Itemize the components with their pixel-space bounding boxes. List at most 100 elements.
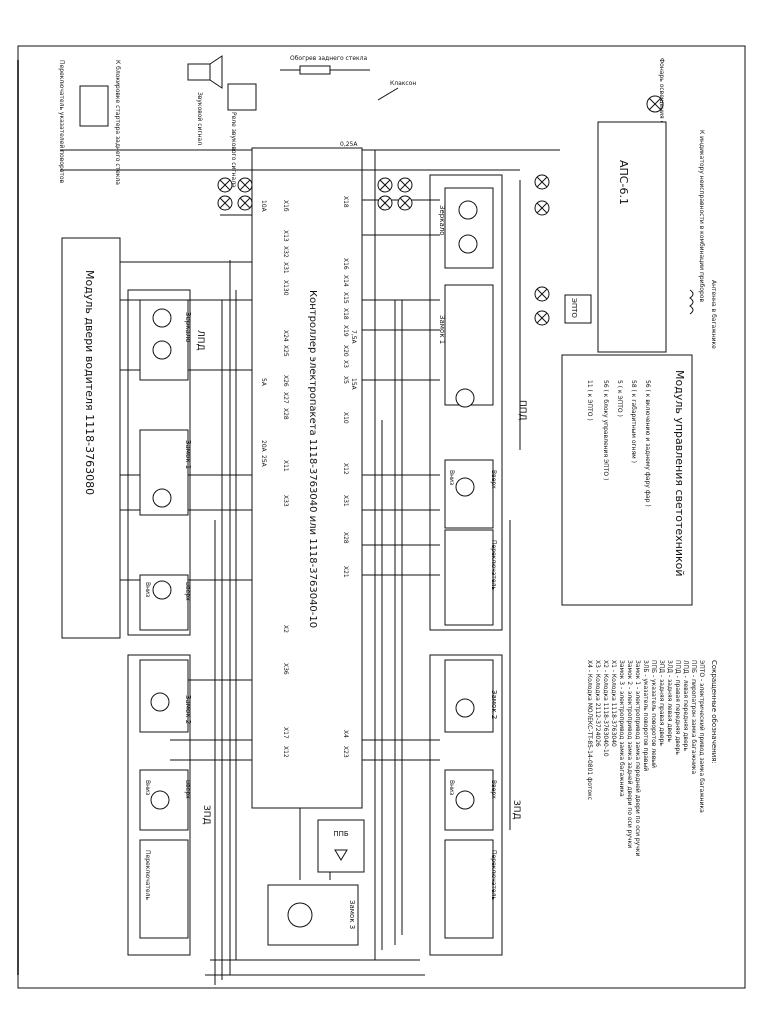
lock1-right — [444, 284, 494, 406]
svg-text:Х26: Х26 — [282, 375, 289, 387]
svg-text:Х27: Х27 — [282, 392, 289, 404]
svg-text:Замок 3: Замок 3 — [348, 900, 356, 929]
svg-text:Вниз: Вниз — [448, 470, 455, 485]
svg-text:Модуль управления светотехнико: Модуль управления светотехникой — [673, 370, 686, 577]
svg-text:Х36: Х36 — [282, 663, 289, 675]
svg-text:Х130: Х130 — [282, 280, 289, 296]
svg-text:Сокращенные обозначения:: Сокращенные обозначения: — [710, 660, 718, 764]
svg-text:11 ( к ЭПТО ): 11 ( к ЭПТО ) — [586, 380, 593, 421]
svg-text:ППД: ППД — [517, 400, 527, 421]
diode-icon — [334, 849, 348, 861]
svg-text:Х25: Х25 — [282, 345, 289, 357]
svg-text:Обогрев заднего стекла: Обогрев заднего стекла — [290, 55, 367, 62]
motor-icon — [287, 902, 313, 928]
svg-text:25А: 25А — [260, 455, 267, 468]
clacson-switch — [377, 87, 399, 101]
svg-text:Х4 - Колодка МОЛЕКС-TT-85-14-0: Х4 - Колодка МОЛЕКС-TT-85-14-0801 фотокс — [586, 660, 593, 800]
svg-text:Х28: Х28 — [342, 532, 349, 544]
svg-text:Х24: Х24 — [282, 330, 289, 342]
svg-text:Зеркало: Зеркало — [438, 205, 446, 236]
turn-switch-group: Переключатель указателей поворотов К бло… — [58, 60, 121, 185]
svg-text:Х17: Х17 — [282, 727, 289, 739]
svg-text:Х19: Х19 — [342, 325, 349, 337]
svg-text:Зеркало: Зеркало — [184, 312, 192, 343]
svg-text:Переключатель: Переключатель — [490, 850, 497, 900]
ppb-group: ППБ Замок 3 — [267, 819, 365, 946]
svg-text:Вверх: Вверх — [490, 470, 497, 489]
svg-text:Вверх: Вверх — [184, 780, 191, 799]
svg-text:Замок 1: Замок 1 — [438, 315, 446, 344]
svg-text:0,25А: 0,25А — [340, 141, 358, 148]
relay-box — [227, 83, 257, 111]
svg-text:Переключатель указателей повор: Переключатель указателей поворотов — [58, 60, 65, 184]
svg-text:Х21: Х21 — [342, 566, 349, 578]
controller-title: Контроллер электропакета 1118-3763040 ил… — [307, 290, 318, 628]
svg-text:Клаксон: Клаксон — [390, 80, 416, 87]
driver-door-module: Модуль двери водителя 1118-3763080 — [61, 237, 121, 639]
svg-text:Х13: Х13 — [282, 230, 289, 242]
motor-icon — [152, 488, 172, 508]
svg-text:10А: 10А — [260, 200, 267, 213]
svg-text:Замок 3 - электропривод замка: Замок 3 - электропривод замка багажника — [618, 660, 625, 797]
svg-text:Вниз: Вниз — [144, 780, 151, 795]
svg-text:Х20: Х20 — [342, 345, 349, 357]
svg-text:Реле звукового сигнала: Реле звукового сигнала — [230, 112, 237, 188]
svg-text:АПС-6.1: АПС-6.1 — [617, 160, 630, 205]
switch-right — [444, 529, 494, 626]
svg-text:Вниз: Вниз — [144, 582, 151, 597]
svg-text:Х33: Х33 — [282, 495, 289, 507]
svg-text:ППБ - пиропатрон замка багажни: ППБ - пиропатрон замка багажника — [690, 660, 697, 774]
svg-text:20А: 20А — [260, 440, 267, 453]
horn-group: Звуковой сигнал Реле звукового сигнала О… — [187, 55, 416, 188]
light-module: Модуль управления светотехникой 56 ( к в… — [561, 354, 693, 606]
svg-text:Х2: Х2 — [282, 625, 289, 633]
svg-text:Замок 2 - электропривод замка: Замок 2 - электропривод замка задней две… — [626, 660, 633, 848]
svg-text:Х28: Х28 — [282, 408, 289, 420]
mirror-right — [444, 187, 494, 269]
motor-icon — [152, 340, 172, 360]
zpd-group: ЗПД Замок 2 Вверх Вниз Переключатель — [429, 654, 521, 956]
lock2-right — [444, 659, 494, 733]
svg-text:Х32: Х32 — [282, 246, 289, 258]
svg-text:Замок 2: Замок 2 — [184, 695, 192, 724]
svg-text:58 ( к габаритным огням ): 58 ( к габаритным огням ) — [630, 380, 637, 463]
controller-box — [251, 147, 363, 809]
svg-text:Х15: Х15 — [342, 292, 349, 304]
svg-text:Фонарь освещения салона: Фонарь освещения салона — [658, 58, 665, 143]
switch-rear-right — [444, 839, 494, 939]
svg-text:Антенна в багажнике: Антенна в багажнике — [710, 280, 717, 349]
svg-text:ЛПД - левая передняя дверь: ЛПД - левая передняя дверь — [682, 660, 689, 751]
svg-text:Модуль двери водителя 1118-376: Модуль двери водителя 1118-3763080 — [83, 270, 96, 495]
controller-pins-right: Х18 Х16 Х14 Х15 Х18 Х19 Х20 Х3 Х5 Х10 Х1… — [342, 196, 349, 758]
antenna-coil — [689, 289, 694, 315]
svg-text:Переключатель: Переключатель — [490, 540, 497, 590]
svg-text:ЗПД: ЗПД — [201, 805, 211, 825]
motor-icon — [455, 388, 475, 408]
motor-icon — [150, 790, 170, 810]
svg-text:Х23: Х23 — [342, 746, 349, 758]
motor-icon — [152, 580, 172, 600]
svg-text:ЗЛБ - указатель поворотов прав: ЗЛБ - указатель поворотов правый — [642, 660, 649, 771]
svg-text:Х3: Х3 — [342, 360, 349, 368]
svg-text:Х12: Х12 — [282, 746, 289, 758]
svg-text:7,5А: 7,5А — [350, 330, 357, 345]
svg-text:Х11: Х11 — [282, 460, 289, 472]
svg-text:15А: 15А — [350, 378, 357, 391]
svg-text:Х16: Х16 — [342, 258, 349, 270]
svg-text:Х14: Х14 — [342, 275, 349, 287]
svg-text:ЭПТО: ЭПТО — [570, 298, 578, 318]
svg-text:Замок 2: Замок 2 — [490, 690, 498, 719]
svg-text:5А: 5А — [260, 378, 267, 387]
horn-icon — [209, 55, 223, 89]
controller-pins-left: Х1б Х13 Х32 Х31 Х130 Х24 Х25 Х26 Х27 Х28… — [282, 200, 289, 758]
svg-text:Х10: Х10 — [342, 412, 349, 424]
heater-resistor — [299, 65, 331, 75]
motor-icon — [458, 234, 478, 254]
aps-block: АПС-6.1 К индикатору неисправности в ком… — [597, 121, 717, 353]
svg-text:56 ( к включению и заднему фар: 56 ( к включению и заднему фару фар ) — [644, 380, 651, 507]
svg-text:ЗЛД - задняя левая дверь: ЗЛД - задняя левая дверь — [666, 660, 673, 743]
svg-text:Х18: Х18 — [342, 196, 349, 208]
lock3-box — [267, 884, 359, 946]
